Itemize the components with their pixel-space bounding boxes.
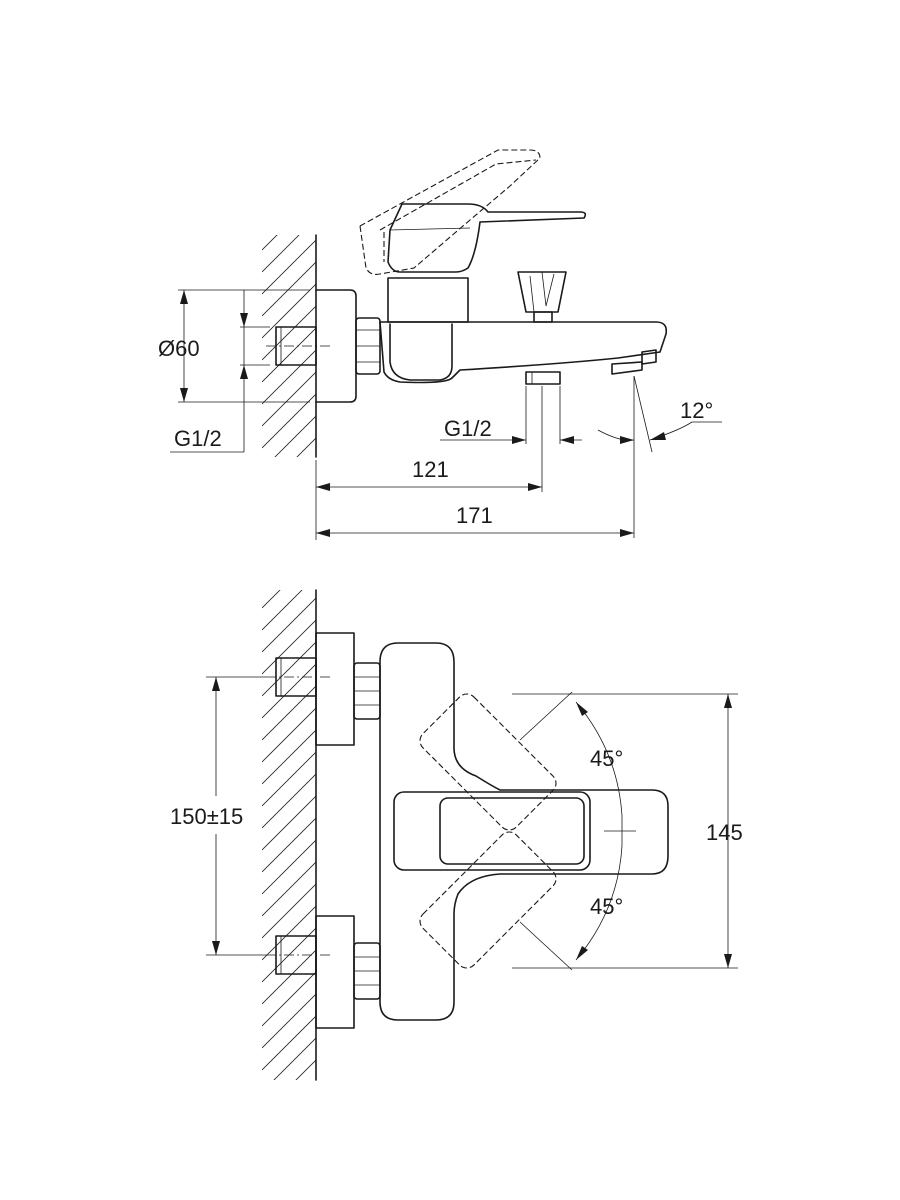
wall-front: [262, 589, 317, 1081]
dimension-thread-bottom: [440, 386, 582, 444]
dimension-thread-left: [170, 290, 270, 453]
mixer-body-front: [379, 642, 669, 1021]
thread-left-label: G1/2: [174, 426, 222, 451]
dimension-angle-spout: [597, 375, 722, 538]
escutcheon-side: [315, 289, 381, 403]
dimension-121: [315, 386, 543, 540]
front-view: 45° 45° 145 150±15: [170, 589, 743, 1081]
dimension-angle-top: [519, 691, 623, 817]
cartridge-housing-side: [387, 277, 469, 323]
lever-raised-dashed-side: [359, 149, 541, 275]
inlet-bottom-front: [266, 915, 381, 1029]
diameter-label: Ø60: [158, 336, 200, 361]
dimension-145: [512, 693, 738, 969]
length-121-label: 121: [412, 457, 449, 482]
angle-spout-label: 12°: [680, 398, 713, 423]
inlet-top-front: [266, 632, 381, 746]
lever-side: [387, 203, 587, 273]
center-distance-label: 150±15: [170, 804, 243, 829]
bottom-outlet-side: [525, 371, 561, 385]
angle-bottom-label: 45°: [590, 894, 623, 919]
thread-bottom-label: G1/2: [444, 416, 492, 441]
length-171-label: 171: [456, 503, 493, 528]
diverter-knob-side: [517, 271, 567, 323]
dimension-center-distance: [206, 676, 266, 956]
lever-front: [439, 797, 585, 865]
mixer-body-side: [379, 321, 668, 384]
angle-top-label: 45°: [590, 746, 623, 771]
dimension-171: [316, 529, 634, 537]
lever-rotated-dashed-front: [419, 693, 557, 969]
height-145-label: 145: [706, 820, 743, 845]
side-view: Ø60 G1/2 G1/2: [158, 149, 722, 540]
dimension-angle-bottom: [519, 845, 623, 971]
inlet-thread-side: [266, 326, 330, 366]
wall-side: [262, 234, 317, 458]
